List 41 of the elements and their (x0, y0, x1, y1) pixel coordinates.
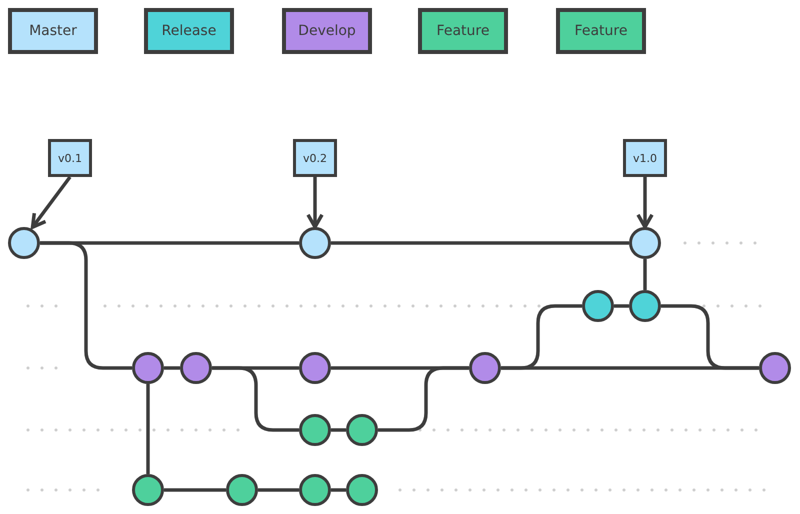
commit-circle (346, 414, 378, 446)
branch-line (614, 304, 629, 308)
branch-line (331, 428, 346, 432)
branch-line (164, 488, 226, 492)
branch-line (212, 366, 299, 432)
legend-key: Feature (418, 8, 508, 54)
commit-circle (132, 474, 164, 506)
commit-circle (132, 352, 164, 384)
commit-circle (469, 352, 501, 384)
commit-circle (299, 414, 331, 446)
branch-line (331, 488, 346, 492)
commit-circle (346, 474, 378, 506)
commit-circle (180, 352, 212, 384)
arrow (30, 176, 72, 229)
legend-key: Release (144, 8, 234, 54)
branch-line (146, 384, 150, 474)
arrow (306, 177, 324, 229)
commit-circle (299, 352, 331, 384)
commit-circle (8, 227, 40, 259)
branch-line (378, 366, 469, 432)
branch-line (258, 488, 299, 492)
legend-key: Master (8, 8, 98, 54)
version-tag: v1.0 (623, 139, 667, 177)
arrow (636, 177, 654, 229)
commit-circle (299, 227, 331, 259)
branch-line (661, 304, 759, 370)
branch-line (164, 366, 180, 370)
branch-line (643, 259, 647, 290)
commit-circle (629, 227, 661, 259)
commit-circle (629, 290, 661, 322)
version-tag: v0.1 (48, 139, 92, 177)
legend-key: Develop (282, 8, 372, 54)
branch-line (331, 241, 629, 245)
commit-circle (759, 352, 791, 384)
branch-line (501, 304, 582, 370)
commit-circle (582, 290, 614, 322)
branch-line (40, 241, 132, 370)
version-tag: v0.2 (293, 139, 337, 177)
legend-key: Feature (556, 8, 646, 54)
commit-circle (299, 474, 331, 506)
commit-circle (226, 474, 258, 506)
